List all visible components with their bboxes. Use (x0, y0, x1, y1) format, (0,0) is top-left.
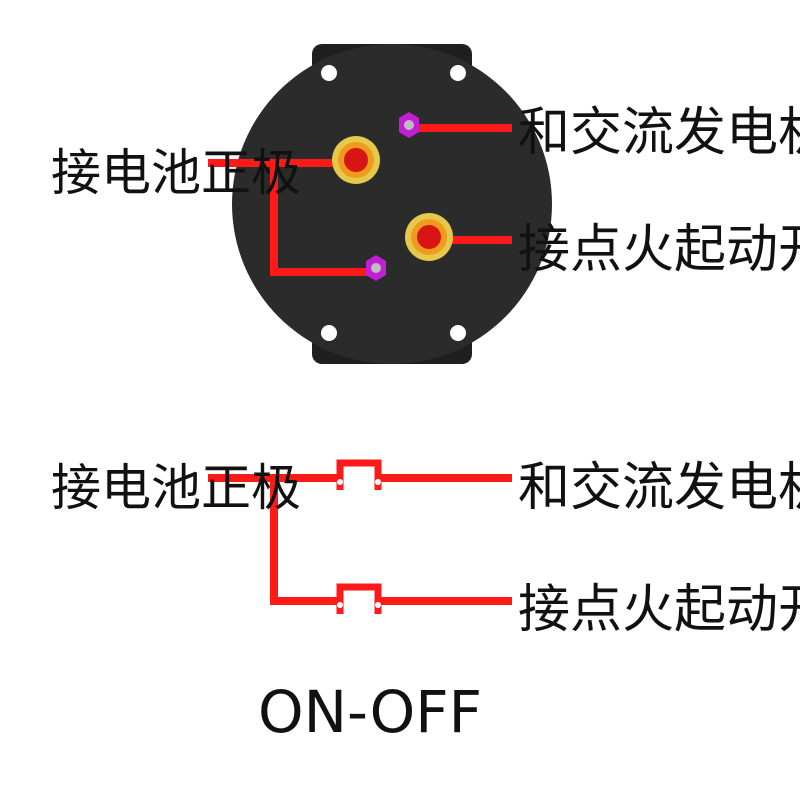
wire-battery-branch (270, 163, 376, 276)
label-ignition-bottom: 接点火起动开关 (518, 580, 800, 640)
mount-hole-top-left (321, 65, 337, 81)
label-ignition-top: 接点火起动开关 (518, 220, 800, 280)
switch-contact-top (336, 459, 382, 490)
label-alternator-top: 和交流发电机连接 (518, 103, 800, 163)
caption-on-off: ON-OFF (258, 678, 482, 746)
label-battery-positive-bottom: 接电池正极 (51, 459, 301, 517)
mount-hole-bottom-right (450, 325, 466, 341)
switch-round-body (232, 44, 552, 364)
mount-hole-top-right (450, 65, 466, 81)
schematic-wires (208, 474, 512, 605)
relay-switch-illustration (232, 44, 552, 364)
small-terminal-bottom (366, 255, 386, 281)
large-terminal-left (332, 136, 380, 184)
schematic-wire-branch (270, 478, 338, 605)
large-terminal-right (405, 213, 453, 261)
mount-hole-bottom-left (321, 325, 337, 341)
small-terminal-top (399, 112, 419, 138)
terminals (332, 112, 453, 281)
label-battery-positive-top: 接电池正极 (51, 144, 301, 202)
switch-contact-bottom (336, 583, 382, 614)
label-alternator-bottom: 和交流发电机连接 (518, 458, 800, 518)
